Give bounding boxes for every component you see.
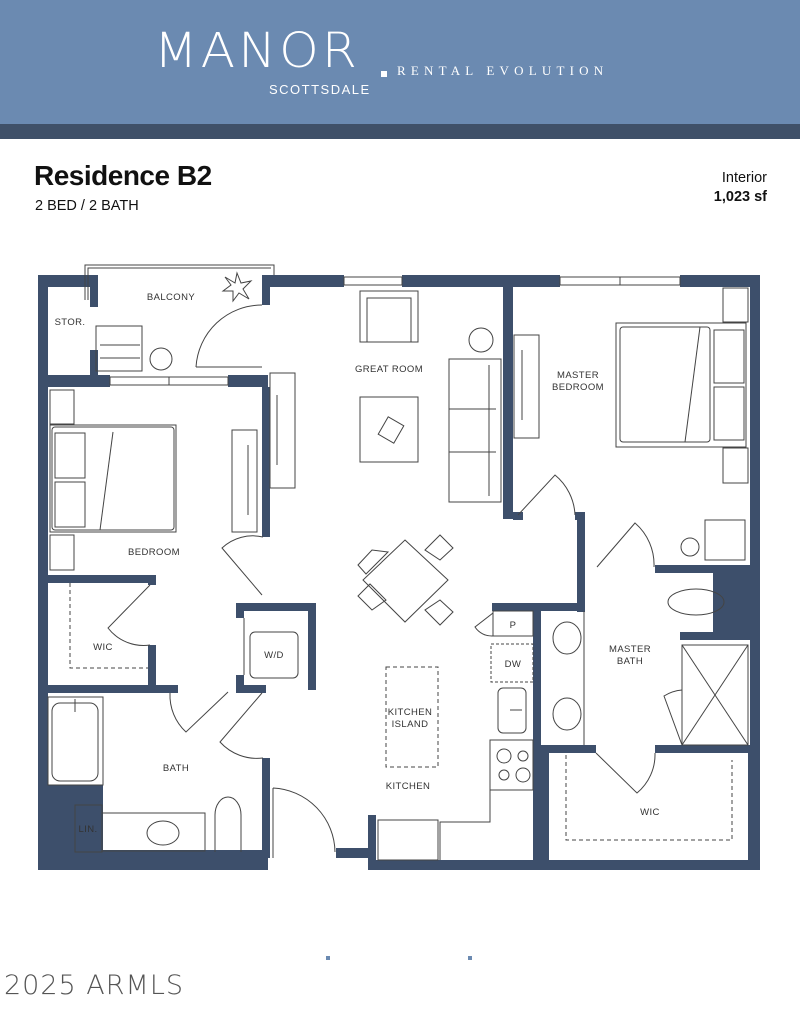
watermark: 2025 ARMLS [4, 970, 185, 1001]
label-kitchen: KITCHEN [386, 781, 431, 792]
label-bath: BATH [163, 763, 189, 774]
label-wic-right: WIC [640, 807, 660, 818]
unit-beds-baths: 2 BED / 2 BATH [35, 198, 139, 214]
label-pantry: P [510, 620, 517, 631]
label-balcony: BALCONY [147, 292, 195, 303]
label-storage: STOR. [55, 317, 86, 328]
area-label: Interior [721, 170, 767, 186]
fixtures [47, 264, 749, 861]
header-band [0, 124, 800, 139]
brand-tagline: RENTAL EVOLUTION [397, 63, 609, 78]
area-value: 1,023 sf [713, 189, 767, 205]
marker-dot [326, 956, 330, 960]
unit-title: Residence B2 [34, 160, 212, 191]
label-washer-dryer: W/D [264, 650, 284, 661]
label-kitchen-island-1: KITCHEN [388, 707, 433, 718]
header-banner [0, 0, 800, 124]
marker-dot [468, 956, 472, 960]
label-wic-left: WIC [93, 642, 113, 653]
label-master-bedroom-2: BEDROOM [552, 382, 604, 393]
label-master-bath-1: MASTER [609, 644, 651, 655]
label-bedroom: BEDROOM [128, 547, 180, 558]
brand-dot [381, 71, 387, 77]
label-linen: LIN. [78, 824, 97, 835]
label-kitchen-island-2: ISLAND [392, 719, 429, 730]
label-master-bath-2: BATH [617, 656, 643, 667]
label-great-room: GREAT ROOM [355, 364, 423, 375]
walls [38, 275, 760, 870]
brand-logo: MANOR [154, 23, 361, 79]
label-dishwasher: DW [505, 659, 522, 670]
label-master-bedroom-1: MASTER [557, 370, 599, 381]
brand-location: SCOTTSDALE [269, 82, 371, 97]
